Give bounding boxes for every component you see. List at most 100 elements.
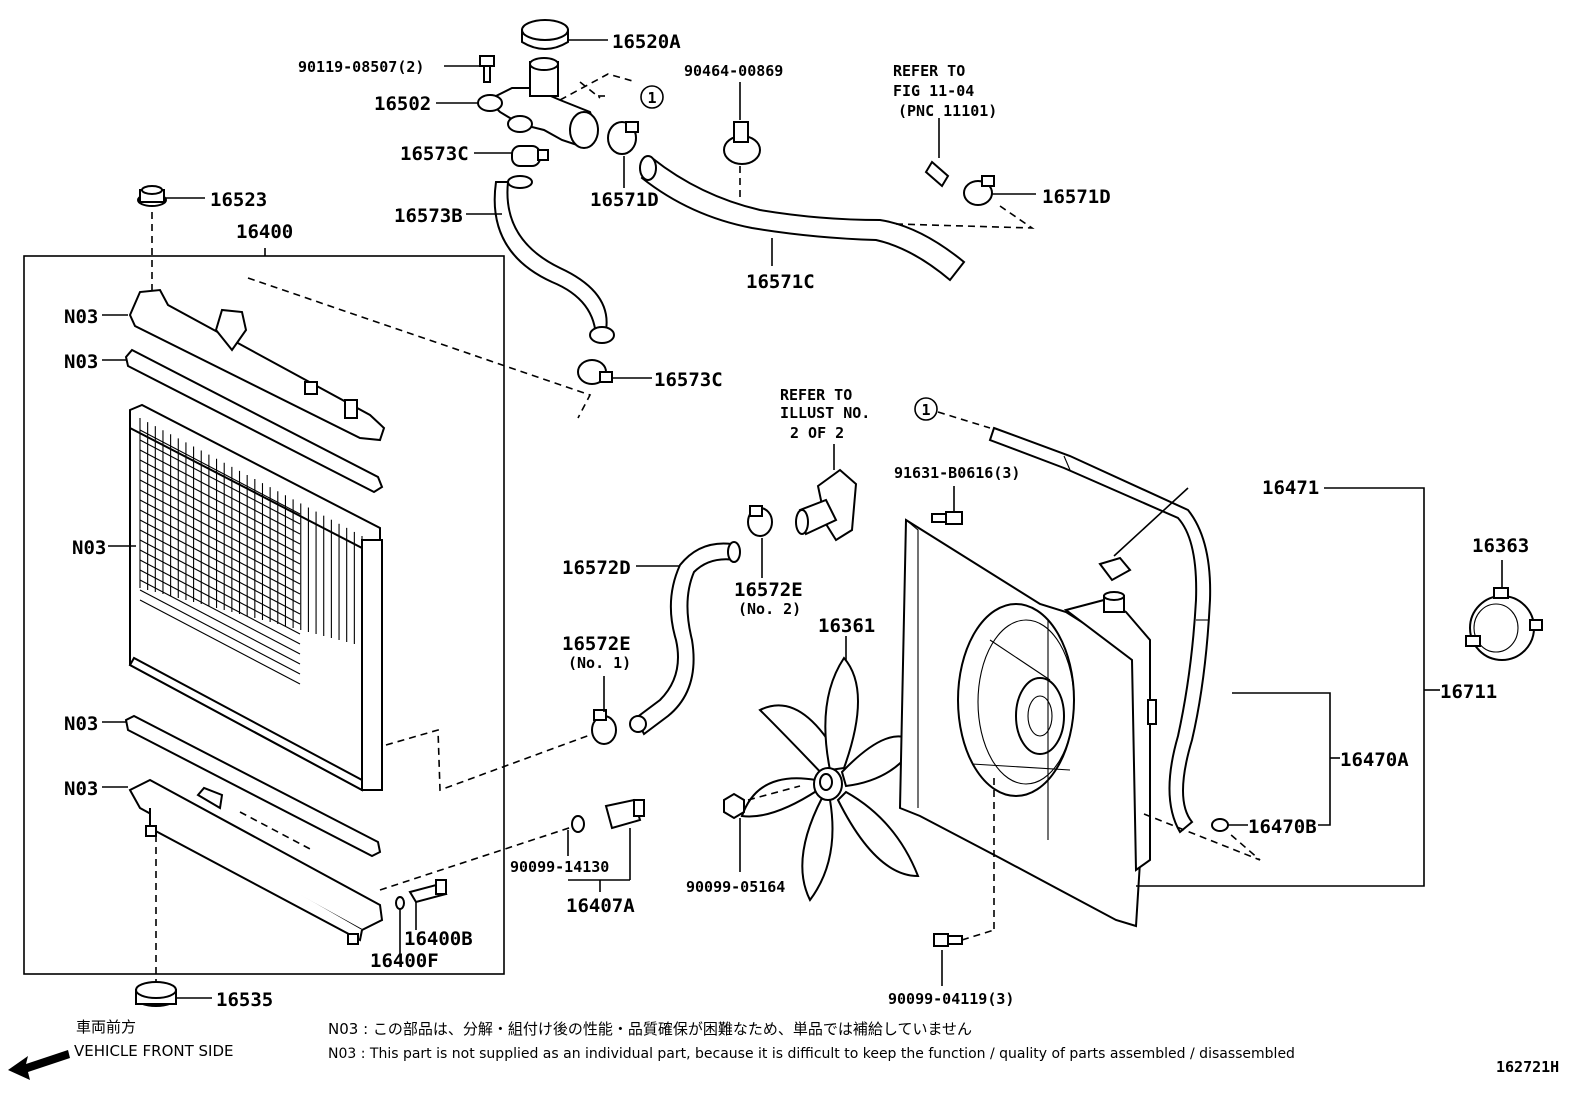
core-fin-row xyxy=(139,459,301,545)
label-16470A[interactable]: 16470A xyxy=(1340,749,1409,771)
label-16363[interactable]: 16363 xyxy=(1472,535,1529,557)
label-n03-4[interactable]: N03 xyxy=(64,713,98,735)
bracket-16711 xyxy=(1136,487,1440,887)
core-fin-row xyxy=(139,499,301,585)
label-90119-08507[interactable]: 90119-08507(2) xyxy=(298,58,424,76)
switch-16407A[interactable] xyxy=(568,798,645,892)
note-n03-jp: N03 : この部品は、分解・組付け後の性能・品質確保が困難なため、単品では補給… xyxy=(328,1020,972,1038)
core-fin-row xyxy=(139,599,301,685)
refer-fig-line1: REFER TO xyxy=(893,62,965,80)
label-16572E-no2[interactable]: 16572E xyxy=(734,579,803,601)
radiator-gasket-upper[interactable] xyxy=(124,348,384,494)
core-fin-row xyxy=(139,559,301,645)
core-fin-row xyxy=(139,449,301,535)
radiator-upper-tank[interactable] xyxy=(128,288,386,442)
radiator-core[interactable] xyxy=(128,403,383,792)
label-16572D[interactable]: 16572D xyxy=(562,557,631,579)
clamp-16573C-top[interactable] xyxy=(474,145,549,167)
core-fin-row xyxy=(139,579,301,665)
label-16572E-no1[interactable]: 16572E xyxy=(562,633,631,655)
core-fin-row xyxy=(139,519,301,605)
core-fin-row xyxy=(139,569,301,655)
label-16400B[interactable]: 16400B xyxy=(404,928,473,950)
o-ring-90099-14130[interactable] xyxy=(567,815,585,856)
core-fin-row xyxy=(139,439,301,525)
clamp-16571D-left[interactable] xyxy=(607,121,639,188)
clamp-16470B[interactable] xyxy=(1143,813,1261,861)
label-16407A[interactable]: 16407A xyxy=(566,895,635,917)
label-90464-00869[interactable]: 90464-00869 xyxy=(684,62,783,80)
radiator-lower-tank[interactable] xyxy=(128,778,384,945)
bolt-90119-08507[interactable] xyxy=(444,55,495,83)
clamp-90464-00869[interactable] xyxy=(723,82,761,200)
core-fin-row xyxy=(139,479,301,565)
fan-shroud[interactable] xyxy=(898,518,1150,930)
bolt-90099-04119[interactable] xyxy=(933,929,995,986)
label-16400F[interactable]: 16400F xyxy=(370,950,439,972)
clamp-16571D-right[interactable] xyxy=(895,175,1036,229)
filler-neck-16502[interactable] xyxy=(436,57,637,149)
label-n03-3[interactable]: N03 xyxy=(72,537,106,559)
label-16571C[interactable]: 16571C xyxy=(746,271,815,293)
label-16573C-top[interactable]: 16573C xyxy=(400,143,469,165)
note-n03-en: N03 : This part is not supplied as an in… xyxy=(328,1046,1295,1062)
label-16520A[interactable]: 16520A xyxy=(612,31,681,53)
refer-illust-line3: 2 OF 2 xyxy=(790,424,844,442)
hose-16573B[interactable] xyxy=(466,175,615,344)
vehicle-front-en: VEHICLE FRONT SIDE xyxy=(74,1042,234,1060)
label-n03-1[interactable]: N03 xyxy=(64,306,98,328)
label-16535[interactable]: 16535 xyxy=(216,989,273,1011)
label-16523[interactable]: 16523 xyxy=(210,189,267,211)
label-n03-5[interactable]: N03 xyxy=(64,778,98,800)
radiator-cap-16523[interactable] xyxy=(137,185,205,290)
circle-ref-top: 1 xyxy=(640,85,664,109)
outlet-refer-illust[interactable] xyxy=(795,444,858,542)
vehicle-front-jp: 車両前方 xyxy=(76,1018,136,1036)
label-16470B[interactable]: 16470B xyxy=(1248,816,1317,838)
circle-ref-top-text: 1 xyxy=(647,89,656,107)
hose-16471[interactable] xyxy=(988,426,1212,834)
bolt-91631-B0616[interactable] xyxy=(931,486,963,525)
clamp-16572E-no1[interactable] xyxy=(591,676,617,745)
clamp-16573C-mid[interactable] xyxy=(577,359,652,385)
diagram-id: 162721H xyxy=(1496,1058,1559,1076)
label-16571D-right[interactable]: 16571D xyxy=(1042,186,1111,208)
label-90099-04119[interactable]: 90099-04119(3) xyxy=(888,990,1014,1008)
n03-leaders xyxy=(102,314,136,788)
reservoir-tank[interactable] xyxy=(1063,556,1157,872)
core-fin-row xyxy=(139,529,301,615)
label-16571D-left[interactable]: 16571D xyxy=(590,189,659,211)
label-90099-14130[interactable]: 90099-14130 xyxy=(510,858,609,876)
radiator-cap-16520A[interactable] xyxy=(521,19,608,50)
clamp-16572E-no2[interactable] xyxy=(747,505,773,578)
label-16573C-mid[interactable]: 16573C xyxy=(654,369,723,391)
radiator-dashed-guides xyxy=(239,277,592,891)
hose-16571C[interactable] xyxy=(639,155,966,282)
circle-ref-mid: 1 xyxy=(914,397,991,429)
label-16471[interactable]: 16471 xyxy=(1262,477,1319,499)
drain-cock-16400B[interactable] xyxy=(395,879,448,955)
label-16573B[interactable]: 16573B xyxy=(394,205,463,227)
hose-16572D[interactable] xyxy=(629,541,741,736)
refer-fig-line3: (PNC 11101) xyxy=(898,102,997,120)
radiator-gasket-lower[interactable] xyxy=(124,714,382,858)
label-90099-05164[interactable]: 90099-05164 xyxy=(686,878,785,896)
label-16361[interactable]: 16361 xyxy=(818,615,875,637)
refer-illust-line2: ILLUST NO. xyxy=(780,404,870,422)
drain-plug-16535[interactable] xyxy=(135,835,212,1007)
refer-fig-pipe[interactable] xyxy=(924,118,950,188)
label-16502[interactable]: 16502 xyxy=(374,93,431,115)
label-16400[interactable]: 16400 xyxy=(236,221,293,243)
nut-90099-05164[interactable] xyxy=(723,785,801,872)
label-n03-2[interactable]: N03 xyxy=(64,351,98,373)
label-16711[interactable]: 16711 xyxy=(1440,681,1497,703)
part-labels: 16520A 90119-08507(2) 16502 16573C 16571… xyxy=(64,31,1529,1011)
refer-fig-line2: FIG 11-04 xyxy=(893,82,974,100)
fan-motor-16363[interactable] xyxy=(1465,560,1543,661)
radiator-assembly-box xyxy=(23,248,505,975)
radiator-core-fins xyxy=(139,418,363,685)
core-fin-row xyxy=(139,549,301,635)
label-91631-B0616[interactable]: 91631-B0616(3) xyxy=(894,464,1020,482)
fan-16361[interactable] xyxy=(740,636,920,902)
